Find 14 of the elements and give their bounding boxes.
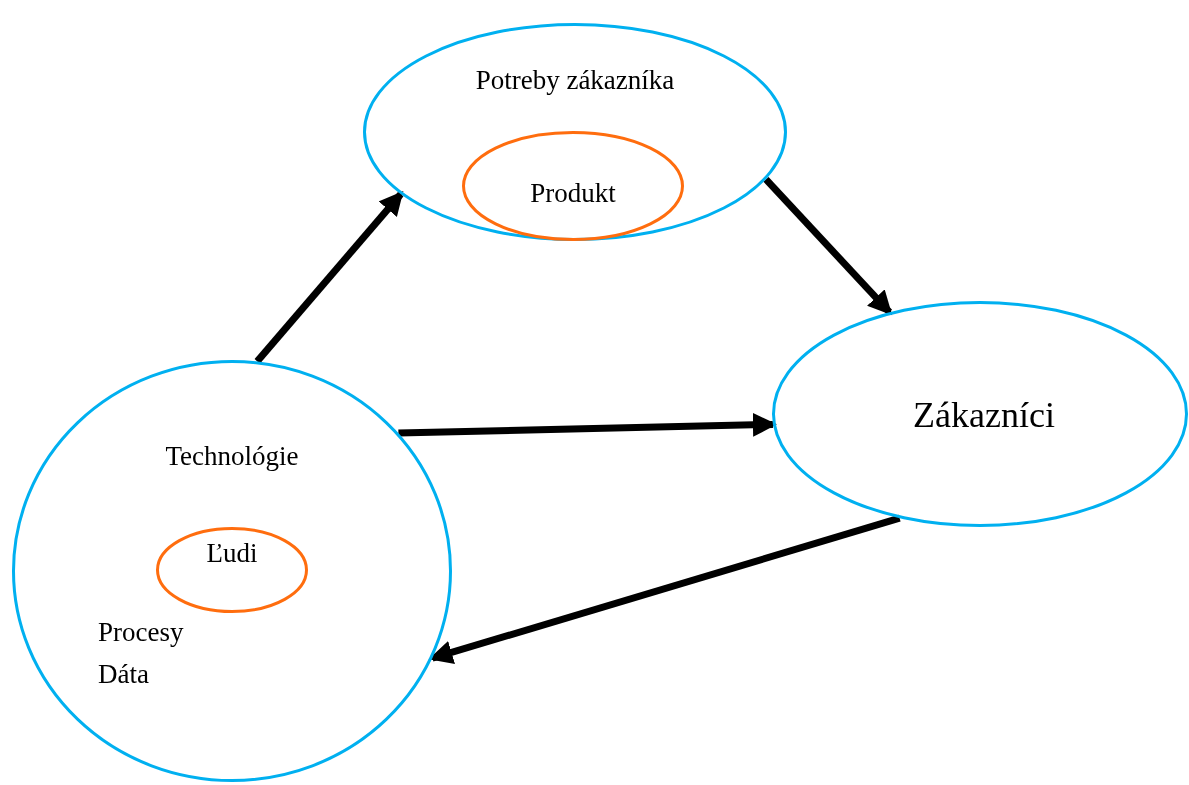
- arrow: [254, 191, 404, 364]
- node-label: Produkt: [530, 176, 616, 210]
- node-label: Dáta: [98, 657, 149, 691]
- node-label: Technológie: [165, 439, 299, 473]
- ellipse: [772, 301, 1188, 527]
- ellipse: [156, 527, 308, 613]
- node-label: Procesy: [98, 615, 184, 649]
- ellipse: [363, 23, 787, 241]
- node-label: Ľudi: [206, 536, 258, 570]
- circle: [12, 360, 452, 782]
- ellipse: [462, 131, 684, 241]
- arrow: [763, 176, 893, 316]
- node-label: Zákazníci: [913, 394, 1055, 438]
- node-label: Potreby zákazníka: [475, 63, 675, 97]
